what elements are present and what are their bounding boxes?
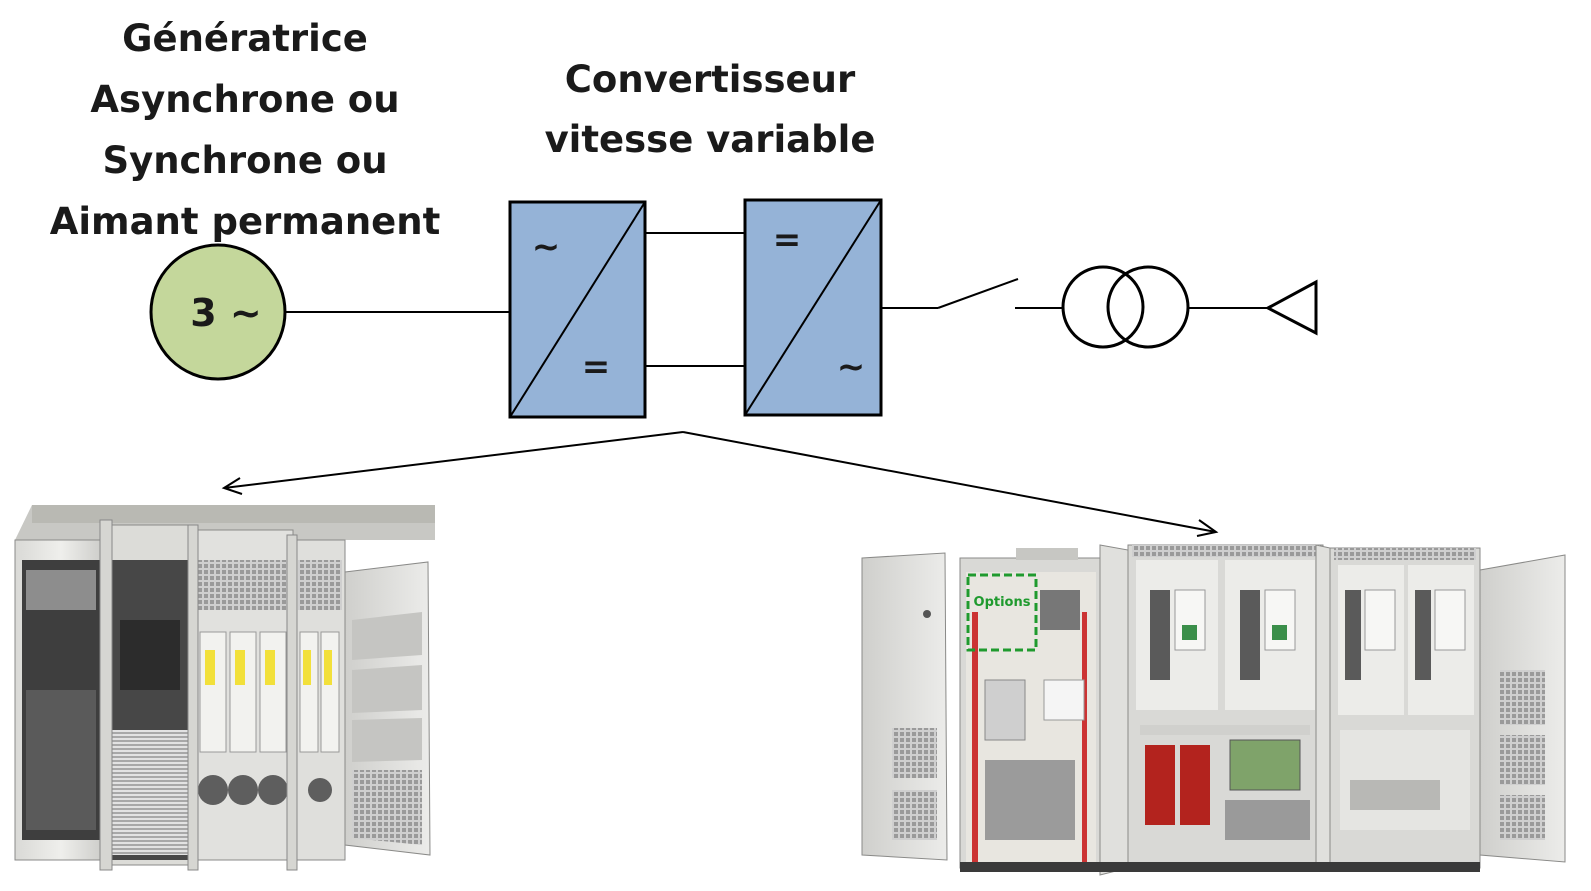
arrow-to-right-photo	[682, 431, 1217, 533]
arrows-to-photos	[221, 431, 1219, 537]
inverter-output-symbol: ~	[837, 347, 866, 387]
generator-title: Génératrice Asynchrone ou Synchrone ou A…	[49, 17, 441, 243]
generator-symbol: 3 ~	[149, 243, 287, 381]
grid-connection-icon	[1264, 279, 1318, 336]
rectifier-input-symbol: ~	[532, 227, 561, 267]
circuit-breaker-switch-icon	[937, 278, 1019, 309]
left-cabinet-photo	[14, 505, 435, 871]
transformer-icon	[1061, 265, 1190, 349]
options-label: Options	[974, 595, 1031, 610]
converter-title: Convertisseur vitesse variable	[544, 58, 876, 161]
rectifier-output-symbol: =	[582, 347, 611, 387]
generator-symbol-text: 3 ~	[190, 291, 262, 335]
inverter-block: = ~	[743, 198, 883, 417]
rectifier-block: ~ =	[508, 200, 647, 419]
arrow-to-left-photo	[223, 431, 684, 489]
right-cabinet-photo: Options	[861, 544, 1566, 876]
inverter-input-symbol: =	[773, 220, 802, 260]
